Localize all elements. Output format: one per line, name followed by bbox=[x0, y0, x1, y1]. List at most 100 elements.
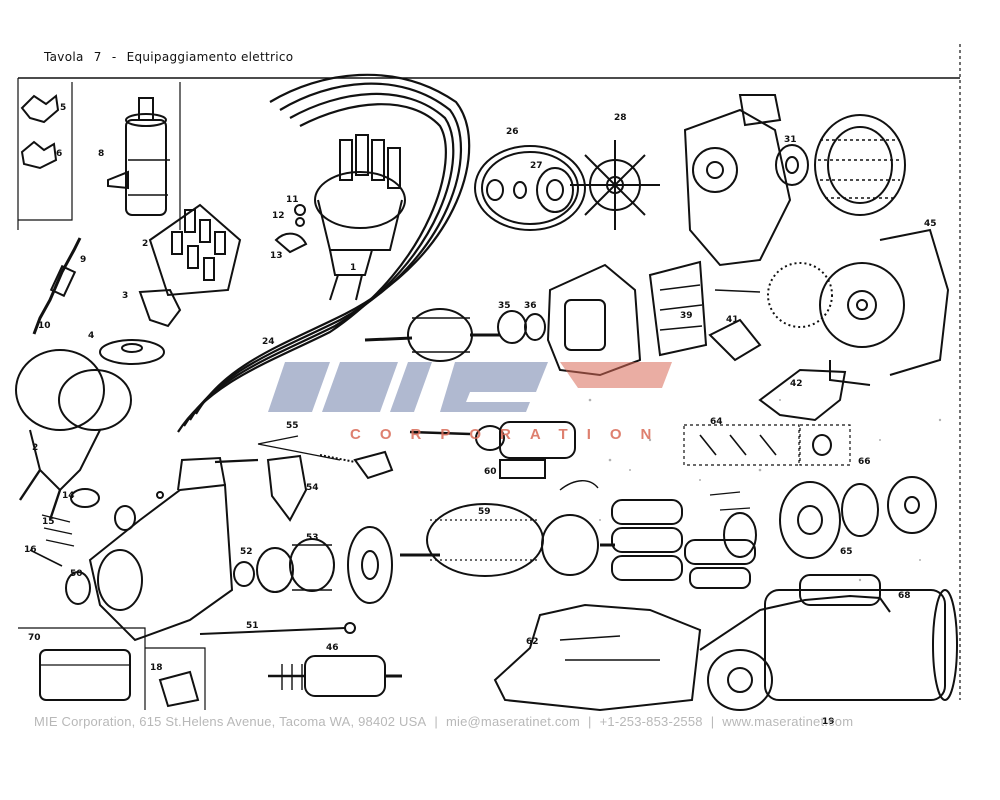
part-label: 2 bbox=[32, 443, 39, 453]
watermark-subtext: CORPORATION bbox=[350, 426, 671, 443]
footer-address: MIE Corporation, 615 St.Helens Avenue, T… bbox=[34, 714, 427, 729]
belt-26-drawing bbox=[474, 145, 586, 231]
diode-plate-drawing bbox=[767, 262, 833, 328]
part-label: 65 bbox=[840, 547, 853, 557]
footer-email[interactable]: mie@maseratinet.com bbox=[445, 714, 581, 729]
part-label: 68 bbox=[898, 591, 911, 601]
regulator-41-drawing bbox=[708, 318, 762, 362]
alternator-front-housing-drawing bbox=[546, 263, 642, 377]
part-label: 51 bbox=[246, 621, 259, 631]
ring-14-drawing bbox=[70, 488, 100, 508]
part-label: 64 bbox=[710, 417, 723, 427]
drive-53-drawing bbox=[256, 538, 335, 593]
part-label: 15 bbox=[42, 517, 55, 527]
spring-drawing bbox=[723, 512, 757, 558]
part-label: 9 bbox=[80, 255, 87, 265]
fan-28-drawing bbox=[570, 140, 660, 230]
part-label: 12 bbox=[272, 211, 285, 221]
part-label: 31 bbox=[784, 135, 797, 145]
alternator-rotor-drawing bbox=[364, 308, 500, 362]
terminal-5-drawing bbox=[20, 94, 60, 124]
part-label: 11 bbox=[286, 195, 299, 205]
brush-set-64-frame bbox=[683, 424, 800, 466]
plunger-drawing bbox=[409, 430, 471, 436]
starter-armature-59-drawing bbox=[400, 503, 615, 577]
disc-4-drawing bbox=[99, 339, 165, 365]
starter-assembled-68-drawing bbox=[699, 574, 958, 711]
inset-box-70 bbox=[18, 627, 146, 710]
part-label: 45 bbox=[924, 219, 937, 229]
end-frame-65-drawing bbox=[779, 476, 937, 559]
part-label: 14 bbox=[62, 491, 75, 501]
alternator-housing-drawing bbox=[683, 94, 792, 267]
alternator-rear-housing-45-drawing bbox=[819, 228, 950, 386]
scan-speckle bbox=[588, 398, 942, 582]
bracket-drawing bbox=[353, 450, 394, 480]
solenoid-drawing bbox=[499, 421, 576, 459]
brush-60-drawing bbox=[499, 459, 546, 479]
part-label: 3 bbox=[122, 291, 129, 301]
part-label: 16 bbox=[24, 545, 37, 555]
ring-36-drawing bbox=[524, 313, 546, 341]
footer-separator: | bbox=[710, 714, 715, 729]
part-label: 18 bbox=[150, 663, 163, 673]
part-label: 19 bbox=[822, 717, 835, 727]
part-label: 28 bbox=[614, 113, 627, 123]
terminal-6-drawing bbox=[20, 140, 58, 170]
ignition-coil-drawing bbox=[107, 97, 170, 216]
inset-box-18 bbox=[145, 647, 206, 710]
part-label: 10 bbox=[38, 321, 51, 331]
part-label: 41 bbox=[726, 315, 739, 325]
starter-nose-46-drawing bbox=[88, 456, 234, 642]
bearing-31-drawing bbox=[775, 144, 809, 186]
part-label: 60 bbox=[484, 467, 497, 477]
title-dash: - bbox=[111, 50, 117, 64]
distributor-1-drawing bbox=[314, 134, 406, 301]
footer-contact-line: MIE Corporation, 615 St.Helens Avenue, T… bbox=[34, 714, 974, 729]
end-plate-drawing bbox=[347, 526, 393, 604]
part-label: 42 bbox=[790, 379, 803, 389]
part-label: 36 bbox=[524, 301, 537, 311]
page-title: Tavola 7 - Equipaggiamento elettrico bbox=[44, 50, 299, 64]
stator-drawing bbox=[814, 114, 906, 216]
part-label: 1 bbox=[350, 263, 357, 273]
tavola-number: 7 bbox=[93, 50, 102, 64]
footer-separator: | bbox=[434, 714, 438, 729]
part-label: 46 bbox=[326, 643, 339, 653]
relay-70-drawing bbox=[39, 649, 131, 701]
part-label: 8 bbox=[98, 149, 105, 159]
part-label: 62 bbox=[526, 637, 539, 647]
part-label: 52 bbox=[240, 547, 253, 557]
part-label: 53 bbox=[306, 533, 319, 543]
footer-separator: | bbox=[588, 714, 592, 729]
bracket-42-drawing bbox=[758, 368, 847, 422]
part-label: 6 bbox=[56, 149, 63, 159]
rotor-3-drawing bbox=[138, 288, 182, 328]
rectifier-39-drawing bbox=[648, 260, 708, 357]
part-label: 24 bbox=[262, 337, 275, 347]
part-label: 66 bbox=[858, 457, 871, 467]
ignition-wires-24-drawing bbox=[177, 73, 471, 433]
distributor-cap-2-drawing bbox=[148, 203, 242, 297]
part-18-drawing bbox=[158, 670, 200, 708]
part-label: 27 bbox=[530, 161, 543, 171]
part-label: 50 bbox=[70, 569, 83, 579]
bearing-35-drawing bbox=[497, 310, 527, 344]
tavola-label: Tavola bbox=[44, 50, 84, 64]
brush-set-66-frame bbox=[799, 424, 851, 466]
watermark-logo: mie bbox=[268, 362, 672, 412]
part-label: 5 bbox=[60, 103, 67, 113]
spark-plug-drawing bbox=[32, 237, 82, 335]
part-label: 2 bbox=[142, 239, 149, 249]
footer-phone: +1-253-853-2558 bbox=[599, 714, 703, 729]
footer-website[interactable]: www.maseratinet.com bbox=[722, 714, 854, 729]
solenoid-50-drawing bbox=[268, 655, 402, 697]
inset-box-ignition bbox=[18, 82, 73, 221]
part-label: 70 bbox=[28, 633, 41, 643]
cover-62-drawing bbox=[493, 603, 702, 712]
part-label: 59 bbox=[478, 507, 491, 517]
part-label: 26 bbox=[506, 127, 519, 137]
rod-51-drawing bbox=[199, 627, 346, 635]
